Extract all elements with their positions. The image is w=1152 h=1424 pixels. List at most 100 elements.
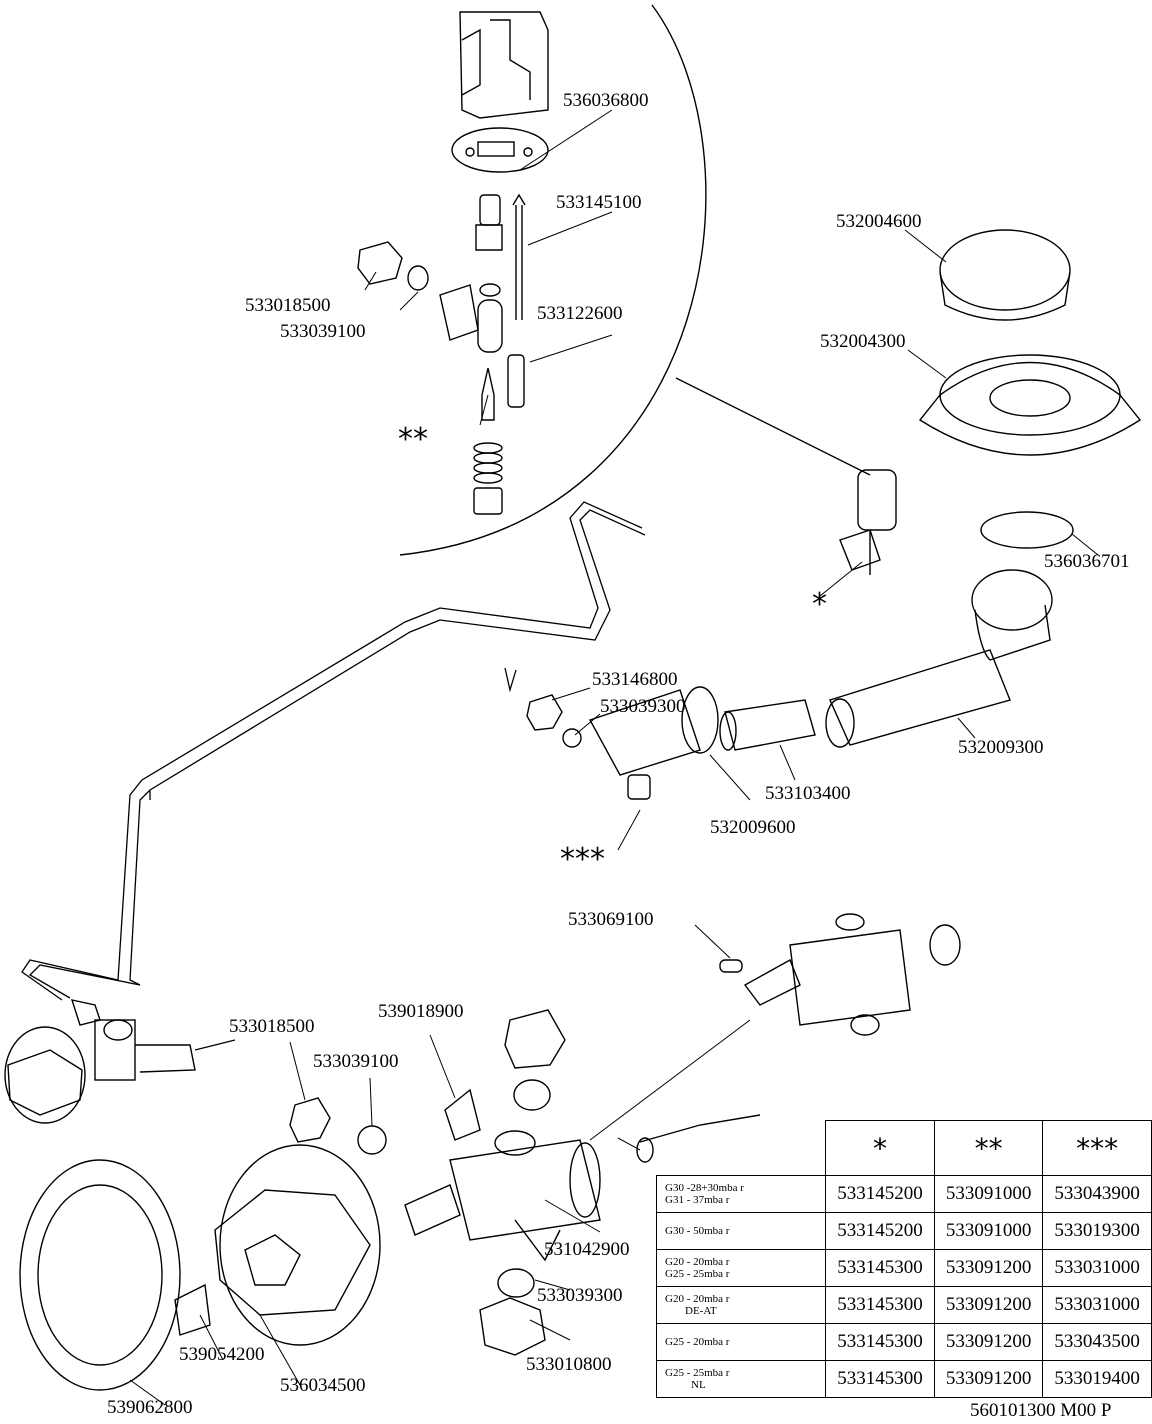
upper-valve-part [719,913,961,1036]
mixing-head-part [588,686,719,800]
venturi-elbow-part [825,569,1053,748]
olive-part-right [513,1079,551,1111]
electrode-mount-part [451,11,549,173]
marker-triple-star: *** [560,842,605,877]
gas-pipe [21,501,646,1001]
part-label-539054200: 539054200 [179,1344,265,1365]
nut-part-bottom [479,1297,546,1356]
gasket-part [980,511,1074,549]
part-label-533146800: 533146800 [592,669,678,690]
part-label-532004300: 532004300 [820,331,906,352]
leader-lines [129,109,1099,1406]
nut-part-right [504,1009,566,1069]
burner-cap-part [939,229,1071,321]
gas-line: G25 - 20mba r [665,1335,730,1348]
code-cell: 533145300 [825,1360,935,1398]
code-cell: 533091200 [933,1249,1044,1287]
code-cell: 533145200 [825,1212,935,1250]
gas-line: G30 -28+30mba r [665,1181,744,1194]
part-label-533122600: 533122600 [537,303,623,324]
clip-part [444,1088,481,1141]
gas-line: G25 - 25mba r [665,1366,730,1379]
gas-line: G20 - 20mba r [665,1292,730,1305]
trim-ring-part [19,1159,181,1391]
code-cell: 533043500 [1042,1323,1152,1361]
part-label-531042900: 531042900 [544,1239,630,1260]
code-cell: 533091200 [933,1323,1044,1361]
part-label-532009300: 532009300 [958,737,1044,758]
code-cell: 533019300 [1042,1212,1152,1250]
drawing-reference: 560101300 M00 P [970,1400,1112,1421]
gas-line: G20 - 20mba r [665,1255,730,1268]
code-cell: 533145200 [825,1175,935,1213]
knob-insert-part [174,1283,211,1336]
gas-cell: G25 - 20mba r [655,1323,827,1361]
valve-tee-part [439,283,503,353]
nut-part-top [357,241,429,291]
gas-line: NL [691,1379,706,1391]
part-label-532004600: 532004600 [836,211,922,232]
venturi-tube-part [719,699,816,751]
part-label-539062800: 539062800 [107,1397,193,1418]
gas-cell: G30 - 50mba r [655,1212,827,1250]
part-label-533039300-mid: 533039300 [600,696,686,717]
part-label-533069100: 533069100 [568,909,654,930]
code-cell: 533043900 [1042,1175,1152,1213]
code-cell: 533091200 [933,1360,1044,1398]
gas-line: DE-AT [685,1305,717,1317]
part-label-533039100-lower: 533039100 [313,1051,399,1072]
marker-single-star: * [812,587,827,622]
spring-part [473,442,503,515]
knob-part [214,1144,381,1346]
part-label-539018900: 539018900 [378,1001,464,1022]
part-label-533145100: 533145100 [556,192,642,213]
gas-line: G30 - 50mba r [665,1224,730,1237]
detail-leader [675,377,871,476]
gas-line: G31 - 37mba r [665,1194,730,1206]
part-label-533039100-top: 533039100 [280,321,366,342]
olive-part-lower [357,1125,387,1155]
part-label-536034500: 536034500 [280,1375,366,1396]
code-cell: 533019400 [1042,1360,1152,1398]
burner-ring-part [918,354,1142,456]
code-cell: 533145300 [825,1323,935,1361]
part-label-533103400: 533103400 [765,783,851,804]
table-header-double-star: ** [933,1120,1044,1176]
nut-part-mid [526,694,582,748]
code-cell: 533145300 [825,1286,935,1324]
code-cell: 533091200 [933,1286,1044,1324]
part-label-536036800: 536036800 [563,90,649,111]
valve-burner-assembly [839,469,897,575]
part-label-532009600: 532009600 [710,817,796,838]
table-header-single-star: * [825,1120,935,1176]
part-label-533039300-lower: 533039300 [537,1285,623,1306]
gas-line: G25 - 25mba r [665,1268,730,1280]
marker-double-star: ** [398,422,428,457]
nut-part-lower [289,1097,331,1143]
injector-part [481,354,525,421]
code-cell: 533031000 [1042,1286,1152,1324]
table-header-row: * ** *** [656,1120,1152,1176]
table-header-blank [656,1120,827,1176]
table-row: G30 - 50mba r 533145200 533091000 533019… [655,1212,1152,1250]
olive-part-bottom [497,1268,535,1298]
code-cell: 533091000 [933,1212,1044,1250]
thermocouple-head-part [475,193,526,320]
code-cell: 533091000 [933,1175,1044,1213]
code-cell: 533031000 [1042,1249,1152,1287]
table-row: G25 - 20mba r 533145300 533091200 533043… [655,1323,1152,1361]
table-header-triple-star: *** [1042,1120,1152,1176]
code-cell: 533145300 [825,1249,935,1287]
detail-circle-arc [399,4,707,556]
left-valve-assembly [4,999,236,1124]
